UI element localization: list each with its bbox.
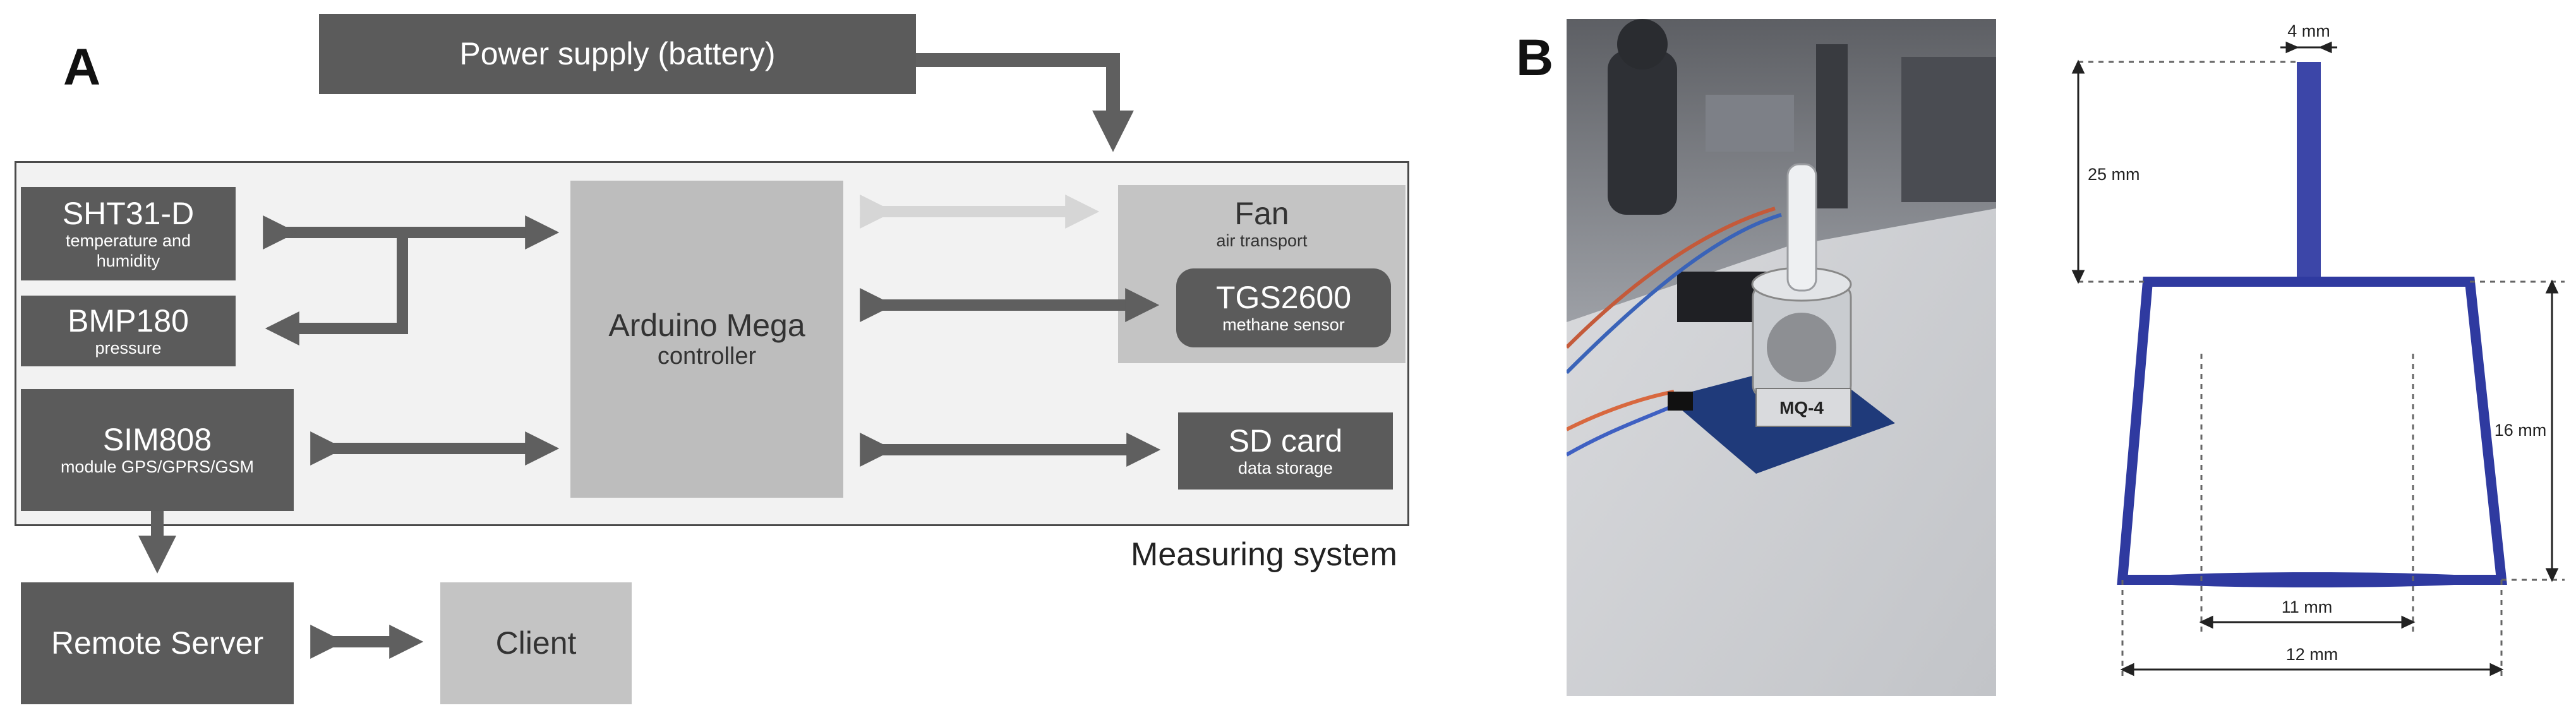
sensor-photo-drawing: MQ-4 (1567, 19, 1996, 696)
cup-body-shape (2117, 277, 2507, 585)
dim-tube-height: 25 mm (2088, 165, 2140, 184)
sht31-box: SHT31-D temperature and humidity (21, 187, 236, 280)
client-box: Client (440, 582, 632, 704)
power-supply-label: Power supply (battery) (459, 36, 776, 71)
fan-title: Fan (1234, 196, 1289, 231)
panel-a-label: A (63, 39, 101, 96)
arduino-box: Arduino Mega controller (570, 181, 843, 498)
sensor-print-text: MQ-4 (1779, 398, 1824, 418)
arrow-bmp180-bus (265, 232, 408, 345)
bmp180-subtitle: pressure (95, 338, 162, 358)
dim-outer-width: 12 mm (2286, 645, 2338, 664)
sht31-title: SHT31-D (62, 196, 195, 232)
dim-inner-width: 11 mm (2282, 598, 2333, 616)
remote-server-box: Remote Server (21, 582, 294, 704)
sht31-subtitle: temperature and humidity (65, 231, 191, 270)
arduino-title: Arduino Mega (608, 308, 805, 343)
fan-subtitle: air transport (1216, 231, 1308, 250)
panel-b-label: B (1516, 29, 1554, 87)
power-supply-box: Power supply (battery) (319, 14, 916, 94)
tgs2600-title: TGS2600 (1215, 280, 1351, 316)
bmp180-title: BMP180 (68, 303, 189, 339)
dim-body-height: 16 mm (2495, 421, 2547, 440)
cup-tube-shape (2297, 62, 2321, 282)
client-label: Client (495, 625, 577, 661)
remote-server-label: Remote Server (51, 625, 264, 661)
sim808-title: SIM808 (102, 422, 212, 458)
arrow-power-to-fan (916, 53, 1134, 152)
dim-top-width: 4 mm (2287, 21, 2330, 40)
measuring-system-label: Measuring system (1131, 536, 1397, 573)
sd-card-title: SD card (1228, 423, 1343, 459)
block-diagram-arrows (138, 53, 1161, 659)
bmp180-box: BMP180 pressure (21, 296, 236, 366)
arduino-subtitle: controller (657, 343, 757, 370)
tgs2600-box: TGS2600 methane sensor (1176, 268, 1391, 347)
sensor-photo: MQ-4 (1567, 19, 1996, 696)
sd-card-subtitle: data storage (1237, 458, 1333, 478)
sim808-subtitle: module GPS/GPRS/GSM (60, 457, 255, 477)
tgs2600-subtitle: methane sensor (1222, 315, 1345, 335)
sim808-box: SIM808 module GPS/GPRS/GSM (21, 389, 294, 511)
sd-card-box: SD card data storage (1178, 412, 1393, 490)
